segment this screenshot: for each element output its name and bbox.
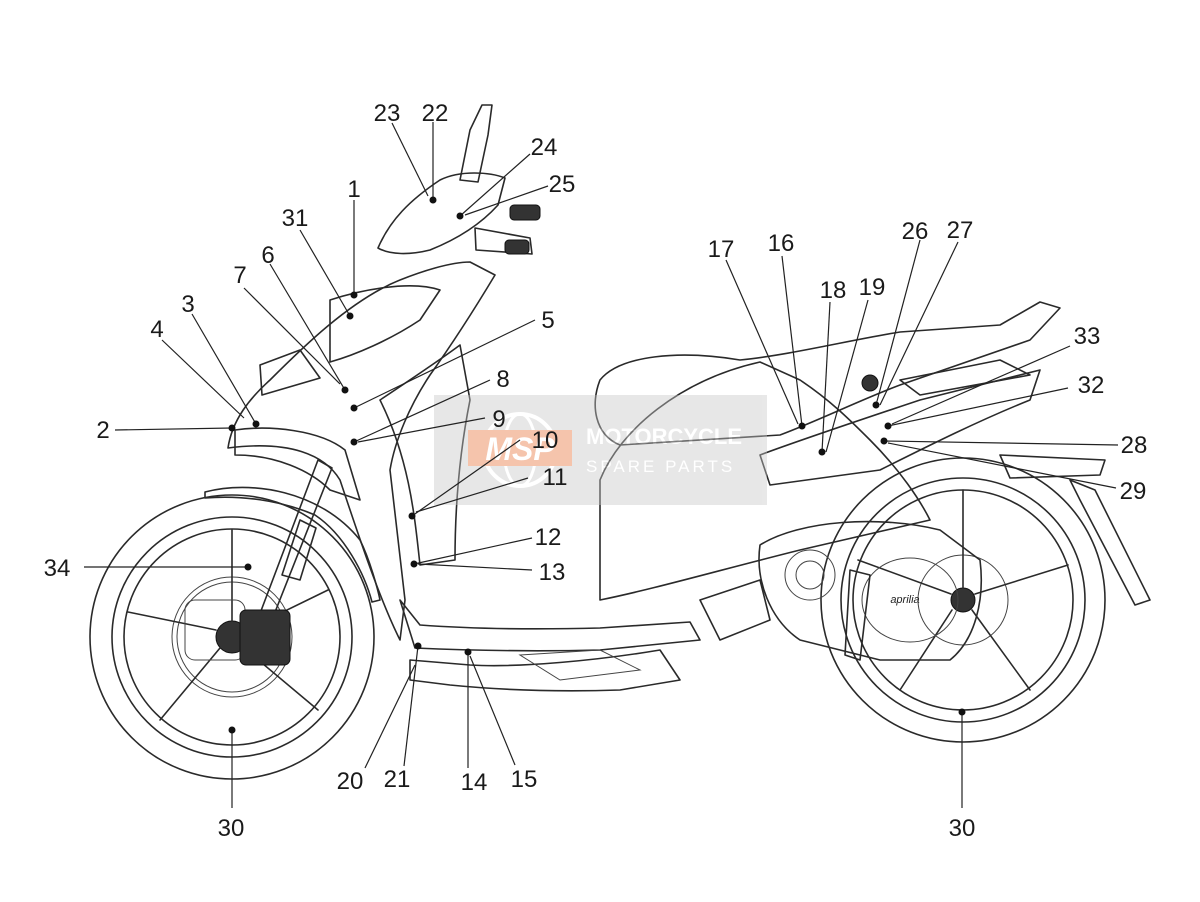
callout-4: 4	[150, 316, 163, 343]
callout-10: 10	[532, 427, 559, 454]
watermark-logo-badge	[468, 430, 572, 466]
callout-14: 14	[461, 769, 488, 796]
callout-18: 18	[820, 277, 847, 304]
callout-32: 32	[1078, 372, 1105, 399]
watermark-globe-icon	[482, 412, 558, 488]
front-fork-fender	[184, 459, 381, 666]
msp-watermark: MSP MOTORCYCLE SPARE PARTS	[434, 395, 767, 505]
callout-21: 21	[384, 766, 411, 793]
callout-23: 23	[374, 100, 401, 127]
callout-3: 3	[181, 291, 194, 318]
callout-15: 15	[511, 766, 538, 793]
callout-8: 8	[496, 366, 509, 393]
callout-34: 34	[44, 555, 71, 582]
callout-30-front: 30	[218, 815, 245, 842]
callout-13: 13	[539, 559, 566, 586]
callout-20: 20	[337, 768, 364, 795]
callout-1: 1	[347, 176, 360, 203]
seat-rear-body	[594, 301, 1151, 606]
watermark-logo-text: MSP	[485, 431, 555, 467]
callout-17: 17	[708, 236, 735, 263]
callout-26: 26	[902, 218, 929, 245]
callout-33: 33	[1074, 323, 1101, 350]
callout-27: 27	[947, 217, 974, 244]
watermark-panel	[434, 395, 767, 505]
callout-12: 12	[535, 524, 562, 551]
callout-16: 16	[768, 230, 795, 257]
callout-5: 5	[541, 307, 554, 334]
callout-19: 19	[859, 274, 886, 301]
callout-9: 9	[492, 406, 505, 433]
watermark-line1: MOTORCYCLE	[586, 424, 742, 449]
handlebar-assembly	[377, 104, 541, 255]
watermark-line2: SPARE PARTS	[586, 457, 735, 476]
callout-2: 2	[96, 417, 109, 444]
front-shield	[227, 261, 496, 641]
callout-layer: 1 2 3 4 5 6 7 8 9 10 11	[44, 100, 1148, 842]
floorboard	[399, 599, 701, 692]
rear-wheel	[820, 457, 1106, 743]
callout-6: 6	[261, 242, 274, 269]
callout-7: 7	[233, 262, 246, 289]
callout-28: 28	[1121, 432, 1148, 459]
brand-mark-text: aprilia	[890, 594, 919, 606]
callout-24: 24	[531, 134, 558, 161]
callout-25: 25	[549, 171, 576, 198]
engine-assembly	[699, 520, 983, 661]
callout-11: 11	[543, 464, 568, 491]
callout-29: 29	[1120, 478, 1147, 505]
callout-31: 31	[282, 205, 309, 232]
callout-30-rear: 30	[949, 815, 976, 842]
callout-22: 22	[422, 100, 449, 127]
